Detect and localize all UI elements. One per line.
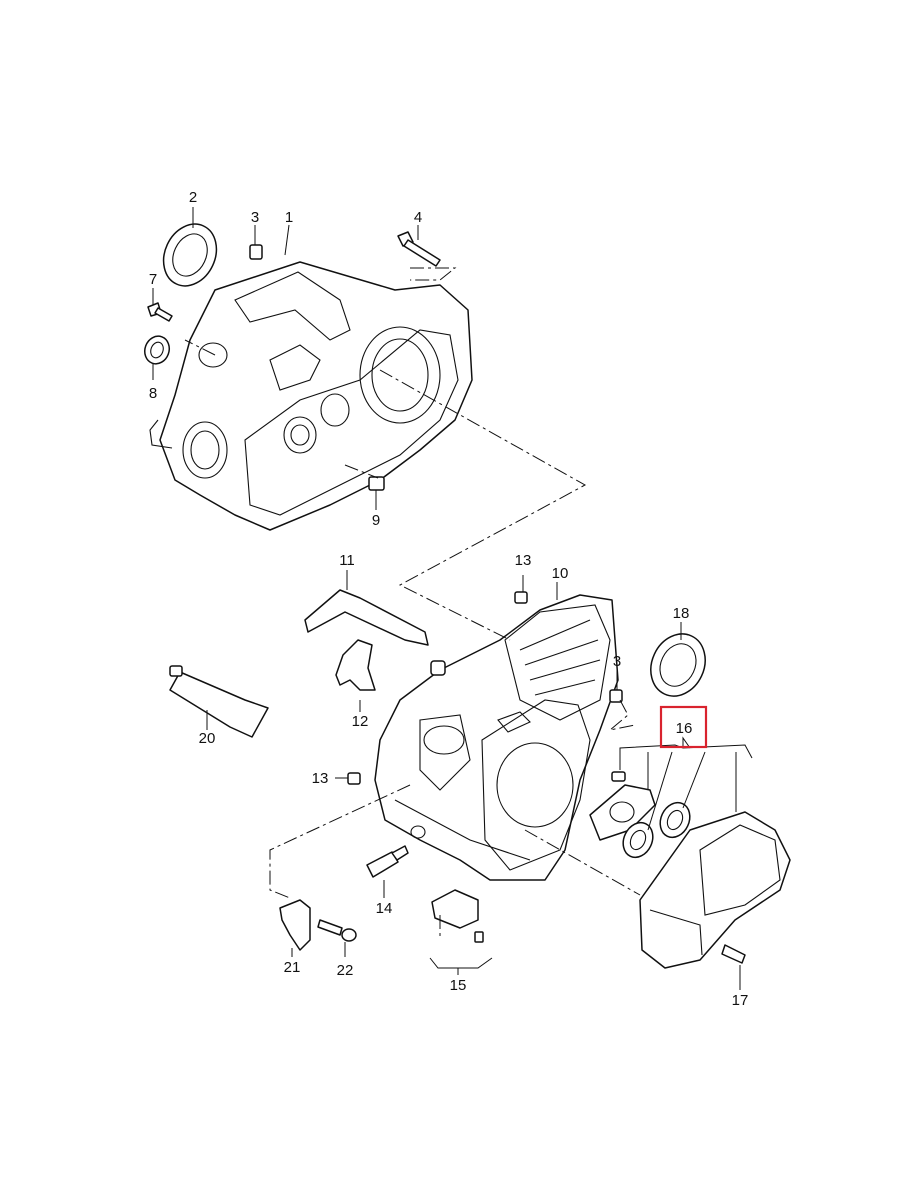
breather-cap[interactable] bbox=[430, 660, 446, 676]
speed-sensor[interactable] bbox=[366, 845, 409, 878]
callout-7[interactable]: 7 bbox=[149, 271, 157, 288]
callout-13-top[interactable]: 13 bbox=[515, 552, 532, 569]
connector-bolt[interactable] bbox=[317, 919, 357, 942]
mounting-bracket[interactable] bbox=[335, 639, 376, 691]
callout-16[interactable]: 16 bbox=[676, 720, 693, 737]
callout-1[interactable]: 1 bbox=[285, 209, 293, 226]
callout-4[interactable]: 4 bbox=[414, 209, 422, 226]
callout-17[interactable]: 17 bbox=[732, 992, 749, 1009]
callout-12[interactable]: 12 bbox=[352, 713, 369, 730]
sealant-tube[interactable] bbox=[169, 665, 269, 738]
callout-11[interactable]: 11 bbox=[339, 552, 355, 569]
callout-8[interactable]: 8 bbox=[149, 385, 157, 402]
long-bolt[interactable] bbox=[397, 231, 441, 267]
callout-18[interactable]: 18 bbox=[673, 605, 690, 622]
alignment-lines bbox=[184, 267, 641, 940]
callout-15[interactable]: 15 bbox=[450, 977, 467, 994]
callout-labels: 2 3 1 4 7 8 9 11 13 10 18 3 16 12 20 13 … bbox=[149, 189, 749, 1009]
flange-seal[interactable] bbox=[641, 625, 715, 705]
seal-ring[interactable] bbox=[154, 215, 226, 294]
plug-side[interactable] bbox=[347, 772, 361, 785]
magnet-block[interactable] bbox=[368, 476, 385, 491]
callout-10[interactable]: 10 bbox=[552, 565, 569, 582]
cover-plate[interactable] bbox=[431, 889, 484, 943]
plug-connector[interactable] bbox=[279, 899, 311, 951]
callout-22[interactable]: 22 bbox=[337, 962, 354, 979]
callout-2[interactable]: 2 bbox=[189, 189, 197, 206]
callout-21[interactable]: 21 bbox=[284, 959, 301, 976]
shaft-seal[interactable] bbox=[141, 333, 173, 368]
callout-13-lower[interactable]: 13 bbox=[312, 770, 329, 787]
plug-lower[interactable] bbox=[609, 689, 623, 703]
callout-20[interactable]: 20 bbox=[199, 730, 216, 747]
callout-9[interactable]: 9 bbox=[372, 512, 380, 529]
highlight-box bbox=[659, 705, 708, 749]
bearing-set[interactable] bbox=[589, 771, 695, 862]
callout-14[interactable]: 14 bbox=[376, 900, 393, 917]
clutch-housing[interactable] bbox=[149, 261, 473, 531]
gearbox-cover[interactable] bbox=[639, 811, 791, 969]
plug-upper[interactable] bbox=[514, 591, 528, 604]
guide-rail[interactable] bbox=[304, 589, 429, 646]
callout-3-lower[interactable]: 3 bbox=[613, 653, 621, 670]
screw-bolt[interactable] bbox=[147, 302, 173, 322]
callout-3-top[interactable]: 3 bbox=[251, 209, 259, 226]
plug-bolt[interactable] bbox=[249, 244, 263, 260]
